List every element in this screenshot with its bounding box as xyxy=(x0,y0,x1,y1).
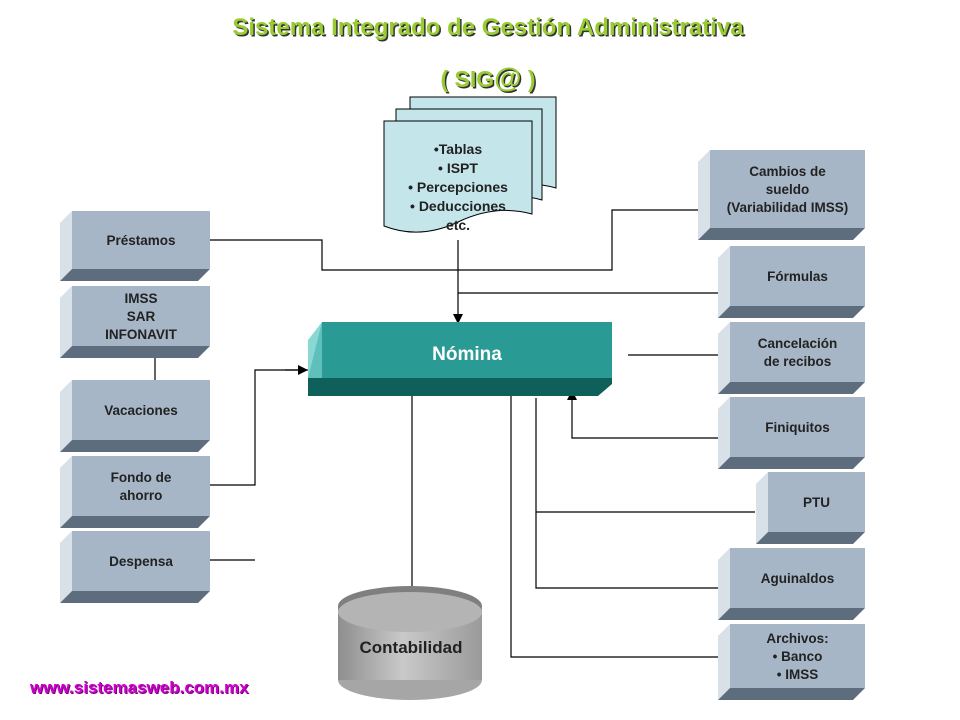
doc-item-ispt: • ISPT xyxy=(438,160,478,176)
box-prestamos xyxy=(60,211,210,281)
box-despensa-label: Despensa xyxy=(109,554,173,569)
box-formulas xyxy=(718,246,865,318)
box-imss-sar-infonavit xyxy=(60,286,210,358)
connector-prestamos-cambios xyxy=(210,209,698,271)
contabilidad-label: Contabilidad xyxy=(359,638,463,657)
box-vacaciones xyxy=(60,380,210,452)
box-aguinaldos-label: Aguinaldos xyxy=(760,571,835,586)
box-despensa xyxy=(60,531,210,603)
nomina-label: Nómina xyxy=(432,344,502,365)
connector-archivos xyxy=(510,396,718,658)
doc-item-tablas: •Tablas xyxy=(433,141,483,157)
box-vacaciones-label: Vacaciones xyxy=(104,403,178,418)
box-finiquitos xyxy=(718,397,865,469)
box-cancelacion-label: Cancelación de recibos xyxy=(757,336,838,369)
document-stack xyxy=(383,96,557,233)
box-ptu-label: PTU xyxy=(803,495,830,510)
box-fondo-ahorro-label: Fondo de ahorro xyxy=(110,470,172,503)
box-imss-sar-infonavit-label: IMSS SAR INFONAVIT xyxy=(105,291,177,342)
box-fondo-ahorro xyxy=(60,456,210,528)
box-cancelacion xyxy=(718,322,865,394)
website-url[interactable]: www.sistemasweb.com.mx xyxy=(30,678,249,697)
box-archivos xyxy=(718,624,865,700)
box-prestamos-label: Préstamos xyxy=(106,233,176,248)
doc-item-deducciones: • Deducciones xyxy=(410,198,506,214)
box-finiquitos-label: Finiquitos xyxy=(765,420,830,435)
contabilidad-cylinder xyxy=(338,586,482,700)
diagram-subtitle: ( SIG@ ) xyxy=(440,62,536,93)
box-ptu xyxy=(756,472,865,544)
connector-left-collector xyxy=(210,369,308,486)
box-aguinaldos xyxy=(718,548,865,620)
box-formulas-label: Fórmulas xyxy=(767,269,828,284)
connector-aguinaldos xyxy=(535,512,718,589)
document-list: •Tablas • ISPT • Percepciones • Deduccio… xyxy=(384,140,532,235)
box-cambios-sueldo xyxy=(698,150,865,240)
doc-item-percepciones: • Percepciones xyxy=(408,179,508,195)
diagram-title: Sistema Integrado de Gestión Administrat… xyxy=(232,14,744,41)
box-cambios-sueldo-label: Cambios de sueldo (Variabilidad IMSS) xyxy=(726,164,849,215)
nomina-box xyxy=(308,322,612,396)
connector-finiquitos-nomina xyxy=(567,390,718,439)
box-archivos-label: Archivos: • Banco • IMSS xyxy=(766,631,829,682)
doc-item-etc: etc. xyxy=(445,217,471,233)
